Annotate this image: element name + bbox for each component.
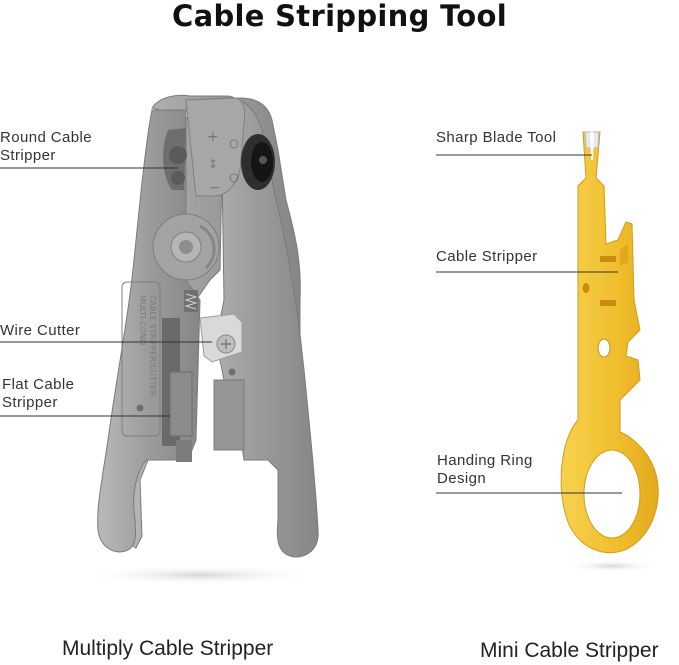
left-tool-shadow (80, 565, 320, 585)
svg-text:−: − (209, 180, 221, 196)
caption-multiply-cable-stripper: Multiply Cable Stripper (62, 637, 274, 660)
multi-cable-stripper-tool: + ↕ − MULTI-COND CABLE STRIPPER/CUTTER (97, 94, 319, 558)
caption-mini-cable-stripper: Mini Cable Stripper (480, 639, 659, 662)
label-handing-ring-design: Handing Ring Design (437, 452, 533, 487)
svg-text:+: + (207, 129, 219, 145)
label-wire-cutter: Wire Cutter (0, 322, 81, 339)
label-cable-stripper: Cable Stripper (436, 248, 538, 265)
page-title: Cable Stripping Tool (172, 0, 507, 33)
label-pointer-lines (0, 154, 622, 494)
right-tool-shadow (564, 560, 660, 572)
adjust-knob (241, 134, 275, 190)
label-sharp-blade-tool: Sharp Blade Tool (436, 129, 557, 146)
svg-text:↕: ↕ (208, 157, 218, 171)
mini-cable-stripper-tool (560, 131, 659, 554)
label-round-cable-stripper: Round Cable Stripper (0, 129, 92, 164)
label-flat-cable-stripper: Flat Cable Stripper (2, 376, 75, 411)
svg-text:MULTI-COND: MULTI-COND (138, 295, 147, 345)
svg-text:CABLE STRIPPER/CUTTER: CABLE STRIPPER/CUTTER (148, 295, 157, 397)
